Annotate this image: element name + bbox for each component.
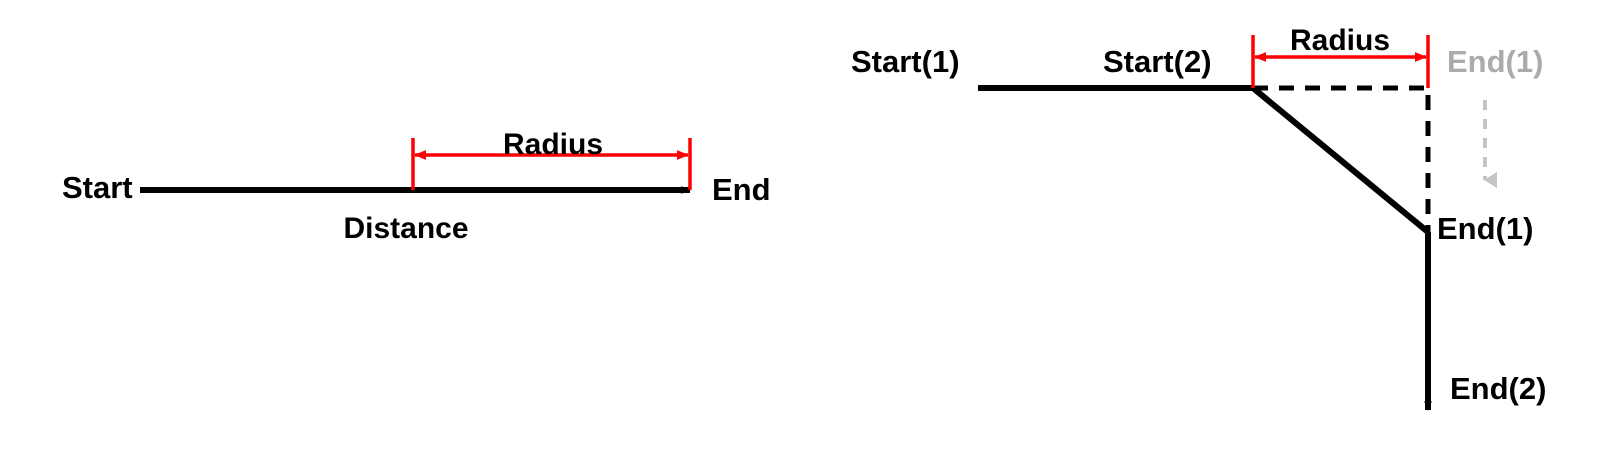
label-start: Start <box>62 170 133 205</box>
right-panel: Start(1) Start(2) End(1) End(1) End(2) R… <box>851 24 1546 411</box>
label-distance: Distance <box>343 212 468 245</box>
left-panel: Start End Distance Radius <box>62 128 771 245</box>
label-end-2: End(2) <box>1450 371 1546 406</box>
ghost-corner-dashed-path <box>1253 85 1431 232</box>
path-diagonal-segment <box>1251 85 1430 235</box>
label-start-2: Start(2) <box>1103 44 1212 79</box>
label-end-1: End(1) <box>1437 211 1533 246</box>
label-end-1-ghost: End(1) <box>1447 44 1543 79</box>
label-radius-left: Radius <box>503 128 603 161</box>
label-radius-right: Radius <box>1290 24 1390 57</box>
label-end: End <box>712 172 771 207</box>
label-start-1: Start(1) <box>851 44 960 79</box>
